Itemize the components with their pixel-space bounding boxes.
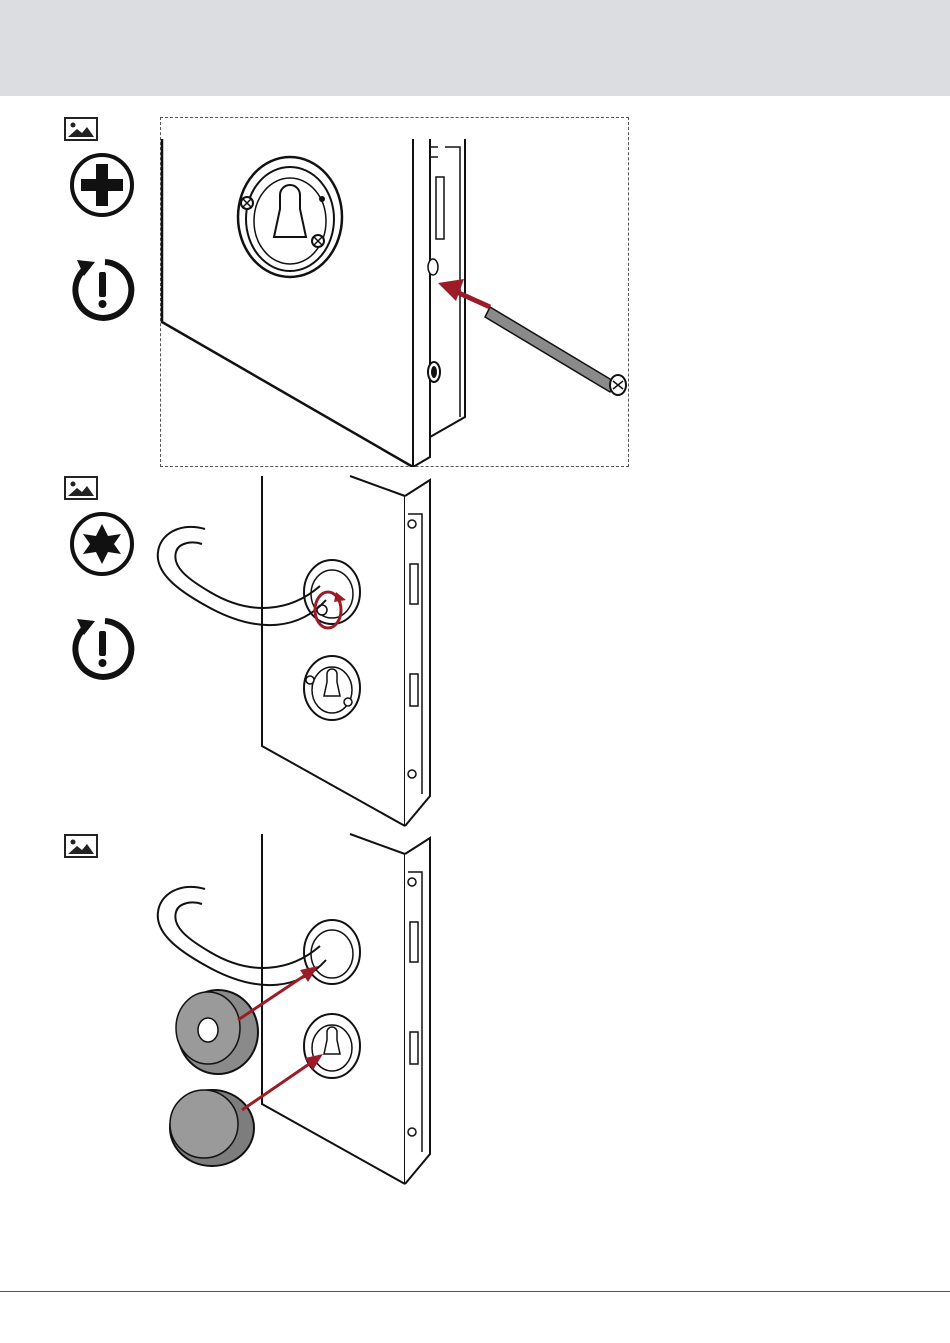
handle-set-screw-illustration (150, 474, 440, 829)
tighten-clockwise-caution-icon (69, 256, 135, 322)
rosette-covers-illustration (150, 832, 440, 1187)
header-band (0, 0, 950, 96)
image-icon (64, 117, 98, 141)
phillips-screwdriver-icon (69, 152, 135, 218)
footer-rule (0, 1291, 950, 1292)
tighten-clockwise-caution-icon (69, 615, 135, 681)
image-icon (64, 834, 98, 858)
torx-screwdriver-icon (69, 511, 135, 577)
door-edge-screw-illustration (160, 117, 629, 467)
image-icon (64, 476, 98, 500)
